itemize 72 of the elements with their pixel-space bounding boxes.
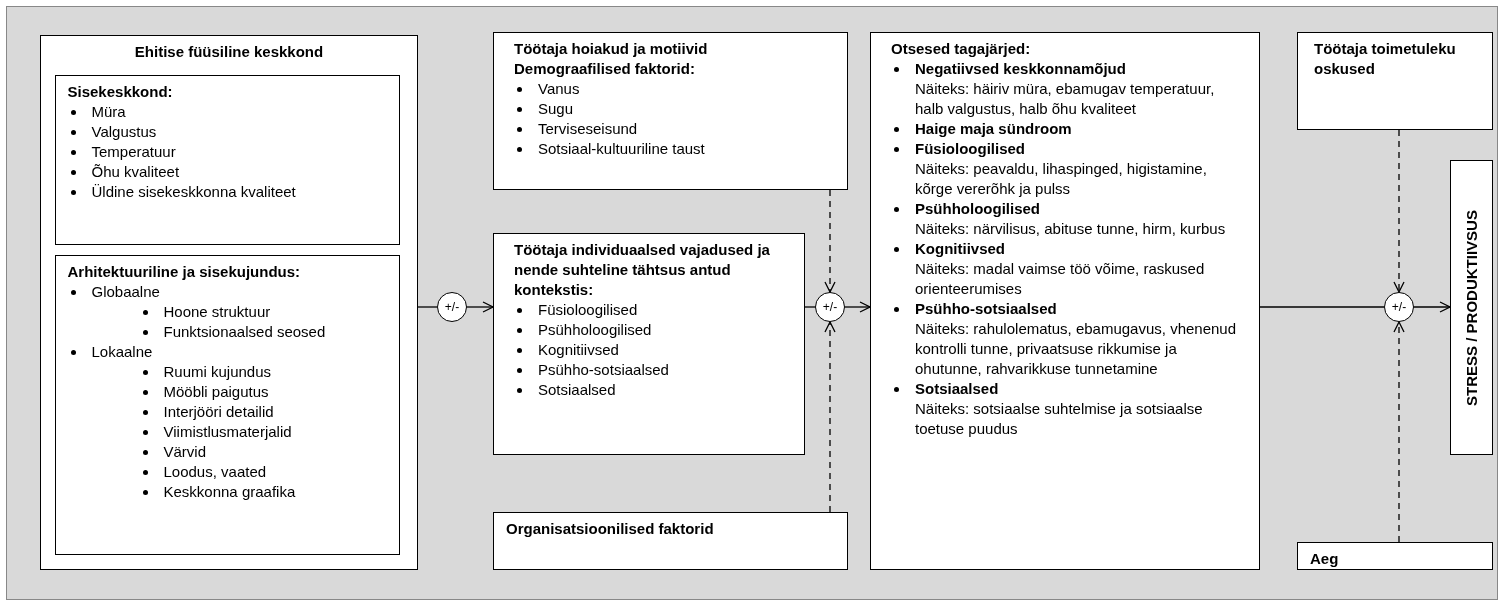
factor-box (493, 32, 848, 190)
list-item: Ruumi kujundus (163, 361, 272, 382)
heading: Töötaja toimetuleku oskused (1314, 39, 1457, 79)
list-item: Viimistlusmaterjalid (163, 421, 292, 442)
group-box (40, 35, 418, 570)
list-item: Psühho-sotsiaalsed (538, 360, 669, 380)
heading: Aeg (1310, 549, 1340, 569)
list-item: Interjööri detailid (163, 401, 274, 422)
example-text: Näiteks: häiriv müra, ebamugav temperatuur, halb valgustus, halb õhu kvaliteet (914, 79, 1216, 119)
arrow (1413, 301, 1451, 313)
list-item: Kognitiivsed (538, 340, 619, 360)
list-item: Terviseseisund (538, 119, 638, 139)
list-item: Psühho-sotsiaalsed (915, 299, 1057, 319)
arrow (1393, 129, 1405, 293)
example-text: Näiteks: närvilisus, abituse tunne, hirm, kurbus (914, 219, 1227, 239)
arrow (844, 301, 871, 313)
arrow (824, 189, 836, 293)
factor-box (493, 512, 848, 570)
factor-box (54, 74, 400, 245)
outcome-label: STRESS / PRODUKTIIVSUS (1461, 209, 1481, 406)
list-item: Sotsiaalsed (538, 380, 616, 400)
list-item: Keskkonna graafika (163, 481, 296, 502)
example-text: Näiteks: peavaldu, lihaspinged, higistamine, kõrge vererõhk ja pulss (914, 159, 1208, 199)
example-text: Näiteks: madal vaimse töö võime, raskused orienteerumises (914, 259, 1206, 299)
list-item: Füsioloogilised (538, 300, 638, 320)
operator-label: +/- (444, 299, 460, 316)
connector-line (1259, 306, 1385, 308)
example-text: Näiteks: rahulolematus, ebamugavus, vhenenud kontrolli tunne, privaatsuse rikkumise ja ohutunne, rahvarikkuse tunnetamine (914, 319, 1238, 379)
heading: Ehitise füüsiline keskkond (133, 42, 325, 62)
connector-line (804, 306, 816, 308)
list-item: Funktsionaalsed seosed (163, 321, 326, 342)
list-item: Mööbli paigutus (163, 381, 269, 402)
arrow (824, 321, 836, 513)
operator-label: +/- (1391, 299, 1407, 316)
list-item: Valgustus (91, 121, 157, 142)
list-item: Globaalne (91, 281, 160, 302)
factor-box (870, 32, 1260, 570)
heading: Otsesed tagajärjed: (891, 39, 1032, 59)
list-item: Värvid (163, 441, 207, 462)
heading: Sisekeskkond: (67, 81, 174, 102)
heading: Töötaja hoiakud ja motiivid (514, 39, 709, 59)
heading: Arhitektuuriline ja sisekujundus: (67, 261, 302, 282)
heading: Töötaja individuaalsed vajadused ja nende suhteline tähtsus antud kontekstis: (514, 240, 771, 300)
list-item: Sotsiaal-kultuuriline taust (538, 139, 705, 159)
list-item: Psühholoogilised (538, 320, 652, 340)
list-item: Üldine sisekeskkonna kvaliteet (91, 181, 296, 202)
list-item: Psühholoogilised (915, 199, 1040, 219)
list-item: Õhu kvaliteet (91, 161, 180, 182)
heading: Demograafilised faktorid: (514, 59, 696, 79)
operator-label: +/- (822, 299, 838, 316)
factor-box (1297, 542, 1493, 570)
arrow (466, 301, 494, 313)
list-item: Vanus (538, 79, 580, 99)
list-item: Sotsiaalsed (915, 379, 999, 399)
arrow (1393, 321, 1405, 543)
factor-box (54, 254, 400, 555)
connector-line (417, 306, 438, 308)
factor-box (1450, 160, 1493, 455)
list-item: Hoone struktuur (163, 301, 271, 322)
factor-box (493, 233, 805, 455)
list-item: Füsioloogilised (915, 139, 1025, 159)
list-item: Sugu (538, 99, 574, 119)
example-text: Näiteks: sotsiaalse suhtelmise ja sotsiaalse toetuse puudus (914, 399, 1204, 439)
list-item: Kognitiivsed (915, 239, 1005, 259)
list-item: Loodus, vaated (163, 461, 267, 482)
list-item: Temperatuur (91, 141, 176, 162)
heading: Organisatsioonilised faktorid (506, 519, 715, 539)
list-item: Negatiivsed keskkonnamõjud (915, 59, 1126, 79)
list-item: Haige maja sündroom (915, 119, 1072, 139)
list-item: Müra (91, 101, 126, 122)
list-item: Lokaalne (91, 341, 153, 362)
factor-box (1297, 32, 1493, 130)
